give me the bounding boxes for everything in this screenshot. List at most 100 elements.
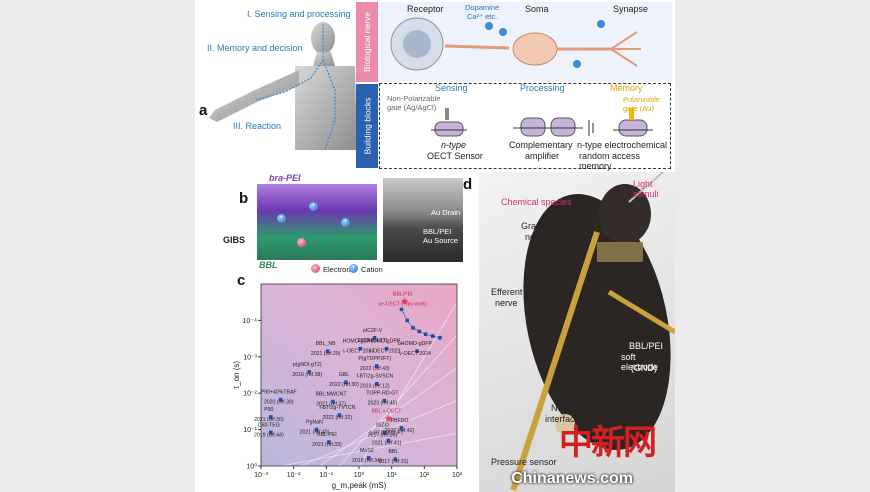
this-work-point <box>417 329 422 334</box>
building-blocks-box <box>379 83 671 169</box>
sensor-caption-2: OECT Sensor <box>427 151 483 161</box>
y-tick-label: 10⁻⁴ <box>243 318 258 325</box>
polarizable-gate-label-1: Polarizable <box>623 95 661 104</box>
point-label: p(gNDI-gT2) <box>293 362 322 368</box>
plot-background <box>261 284 457 466</box>
efferent-nerve-label-1: Efferent <box>491 287 523 297</box>
watermark-logo: 中新网 <box>559 423 657 463</box>
x-tick-label: 10⁻³ <box>254 472 268 479</box>
cation-marker: + <box>277 214 286 223</box>
y-tick-label: 10⁰ <box>246 463 257 471</box>
panel-a-label: a <box>199 102 208 119</box>
building-block-devices <box>431 108 653 137</box>
data-point <box>325 349 330 353</box>
point-label: P90+40%TBAF <box>261 390 297 396</box>
nonpolarizable-gate-label-1: Non-Polarizable <box>387 94 441 103</box>
point-label: HOMO-gDPP <box>343 339 375 345</box>
biological-nerve-diagram <box>379 2 673 82</box>
bbl-pei-electrode-label-2: soft electrode <box>621 352 659 372</box>
light-stimuli-label: Light stimuli <box>633 179 659 199</box>
bra-pei-title: bra-PEI <box>269 173 301 183</box>
neural-interfaces-label-2: interfaces <box>545 414 585 424</box>
amplifier-caption-1: Complementary <box>509 140 573 150</box>
memory-title: Memory <box>610 83 643 93</box>
y-tick-label: 10⁻¹ <box>243 427 257 434</box>
sensing-title: Sensing <box>435 83 468 93</box>
point-label: P90 <box>264 407 273 413</box>
sem-label-au-drain: Au Drain <box>431 208 461 217</box>
point-label: bHOMO-gDPP <box>398 341 433 347</box>
point-label-detail: 2017 (ref.35) <box>368 432 398 438</box>
efferent-nerve-label-2: nerve <box>495 298 518 308</box>
graded-neuron-label-2: neuron <box>525 232 554 242</box>
point-label-detail: v-OECT 2024 <box>399 351 431 357</box>
point-label-detail: 2022 (ref.30) <box>329 382 359 388</box>
point-label-detail: 2023 (ref.12) <box>360 384 390 390</box>
point-label-detail: 2023 (ref.45) <box>368 401 398 407</box>
data-point <box>384 346 389 351</box>
data-point <box>314 427 319 432</box>
data-point <box>382 430 387 435</box>
polarizable-gate-label-2: gate (Au) <box>623 104 654 113</box>
cation-marker: + <box>309 202 318 211</box>
data-point <box>269 415 273 419</box>
panel-c-label: c <box>237 272 246 289</box>
data-point <box>367 456 371 460</box>
point-label-detail: 2021 (ref.33) <box>312 442 342 448</box>
amplifier-caption-2: amplifier <box>525 151 560 161</box>
sem-label-au-source: Au Source <box>423 236 459 245</box>
chemical-species-label: Chemical species <box>501 197 572 207</box>
point-label: 1-BTI2TEG-FT <box>369 431 404 437</box>
data-point <box>344 380 348 385</box>
point-label: f-BTI2g-TVTCN <box>319 405 355 411</box>
point-label-detail: 2021 (ref.37) <box>316 402 346 408</box>
this-work-point <box>423 332 428 337</box>
point-label-detail: 2019 (ref.44) <box>254 432 284 438</box>
gibs-render: + + + - <box>257 184 377 260</box>
point-label: f-BTI2g-SVSCN <box>356 374 393 380</box>
data-point <box>374 381 379 386</box>
cation-marker: + <box>341 218 350 227</box>
cation-legend-label: Cation <box>361 265 383 274</box>
data-point <box>358 346 363 351</box>
data-point <box>415 349 419 353</box>
panel-d-label: d <box>463 176 473 193</box>
diagonal-band <box>358 301 458 467</box>
watermark-url: Chinanews.com <box>511 470 633 487</box>
point-label-detail: 2020 (ref.39) <box>264 400 294 406</box>
graded-neuron-label-1: Graded <box>521 221 552 231</box>
star-marker <box>384 414 393 422</box>
point-label: BBL <box>388 449 398 455</box>
this-work-point <box>430 334 435 338</box>
point-label-detail: 2021 (ref.40) <box>300 430 330 436</box>
this-work-point <box>405 318 410 323</box>
data-point <box>374 364 379 368</box>
point-label: GBL <box>339 372 349 378</box>
biological-nerve-bar: Biological nerve <box>356 2 378 82</box>
neural-interfaces-label-1: Neural <box>551 403 578 413</box>
point-label: TOPP-RD-GT <box>366 391 399 397</box>
receptor-label: Receptor <box>407 4 444 14</box>
point-label-detail: 2021 (ref.29) <box>311 351 341 357</box>
y-axis-label: τ_on (s) <box>232 361 241 389</box>
electron-legend-icon: - <box>311 264 320 273</box>
cation-legend-icon: + <box>349 264 358 273</box>
nonpolarizable-gate-label-2: gate (Ag/AgCl) <box>387 103 437 112</box>
this-work-point <box>399 307 404 312</box>
point-label-detail: ve-OECT (This work) <box>378 301 427 307</box>
x-axis-label: g_m,peak (mS) <box>332 481 387 490</box>
x-tick-label: 10⁻² <box>287 472 301 479</box>
data-point <box>386 438 391 443</box>
bbl-pei-electrode-label-3: (GND) <box>631 363 657 373</box>
data-point <box>327 440 331 444</box>
point-label-detail: 2021 (ref.30) <box>254 417 284 423</box>
dopamine-label: Dopamine <box>465 3 500 12</box>
point-label: PgNaN <box>306 420 323 426</box>
x-tick-label: 10² <box>419 472 430 479</box>
point-label: C60-TEG <box>258 422 280 428</box>
human-figure-illustration <box>209 22 357 151</box>
this-work-point <box>411 326 415 330</box>
data-point <box>337 413 342 417</box>
point-label-detail: 2016 (ref.38) <box>292 372 322 378</box>
memory-caption-1: n-type electrochemical <box>577 140 668 150</box>
